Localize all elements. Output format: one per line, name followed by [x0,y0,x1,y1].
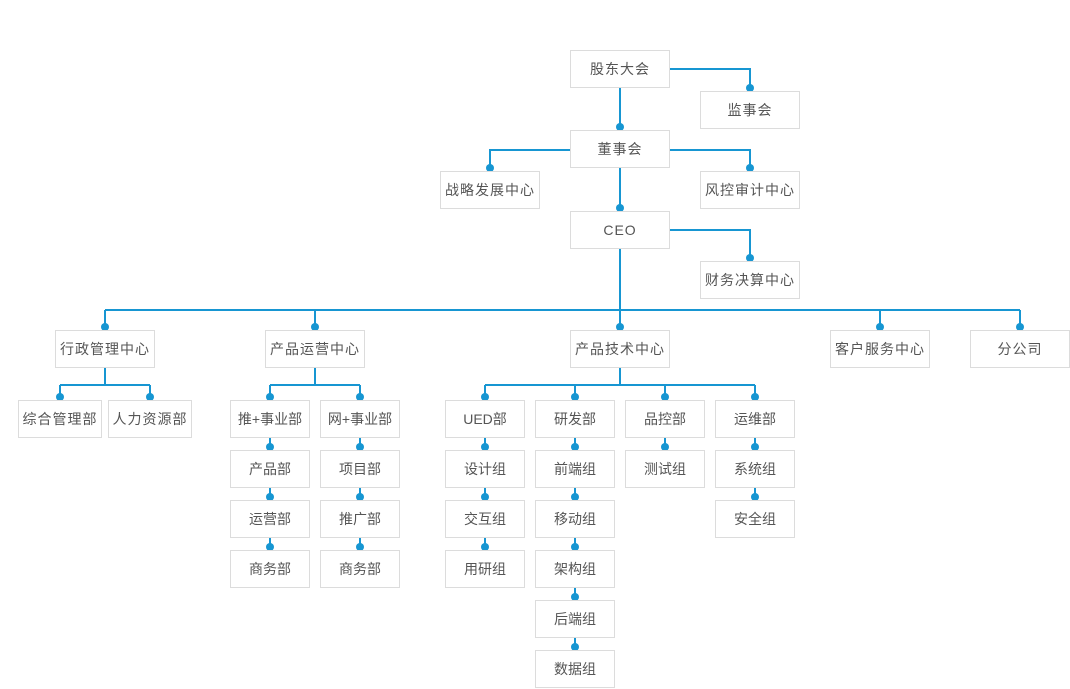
org-node-interaction-group: 交互组 [445,500,525,538]
org-node-rd-dept: 研发部 [535,400,615,438]
org-node-operations-dept: 运营部 [230,500,310,538]
org-node-user-research-group: 用研组 [445,550,525,588]
org-node-business-dept-2: 商务部 [320,550,400,588]
org-node-supervisory-board: 监事会 [700,91,800,129]
org-node-frontend-group: 前端组 [535,450,615,488]
org-node-wang-division: 网+事业部 [320,400,400,438]
org-node-backend-group: 后端组 [535,600,615,638]
org-node-qc-dept: 品控部 [625,400,705,438]
org-node-business-dept-1: 商务部 [230,550,310,588]
org-node-security-group: 安全组 [715,500,795,538]
org-node-ops-dept: 运维部 [715,400,795,438]
org-node-system-group: 系统组 [715,450,795,488]
org-node-architecture-group: 架构组 [535,550,615,588]
org-node-ued-dept: UED部 [445,400,525,438]
org-node-product-dept: 产品部 [230,450,310,488]
org-node-hr-dept: 人力资源部 [108,400,192,438]
org-node-finance-center: 财务决算中心 [700,261,800,299]
org-node-design-group: 设计组 [445,450,525,488]
org-node-product-tech-center: 产品技术中心 [570,330,670,368]
org-node-testing-group: 测试组 [625,450,705,488]
org-node-ceo: CEO [570,211,670,249]
org-node-customer-service-center: 客户服务中心 [830,330,930,368]
org-node-board-of-directors: 董事会 [570,130,670,168]
org-node-tui-division: 推+事业部 [230,400,310,438]
org-node-mobile-group: 移动组 [535,500,615,538]
org-node-general-mgmt-dept: 综合管理部 [18,400,102,438]
org-node-risk-audit-center: 风控审计中心 [700,171,800,209]
org-node-branch-company: 分公司 [970,330,1070,368]
org-node-data-group: 数据组 [535,650,615,688]
org-node-project-dept: 项目部 [320,450,400,488]
org-node-product-ops-center: 产品运营中心 [265,330,365,368]
org-node-strategy-center: 战略发展中心 [440,171,540,209]
org-node-admin-center: 行政管理中心 [55,330,155,368]
org-node-shareholders-meeting: 股东大会 [570,50,670,88]
org-node-promotion-dept: 推广部 [320,500,400,538]
